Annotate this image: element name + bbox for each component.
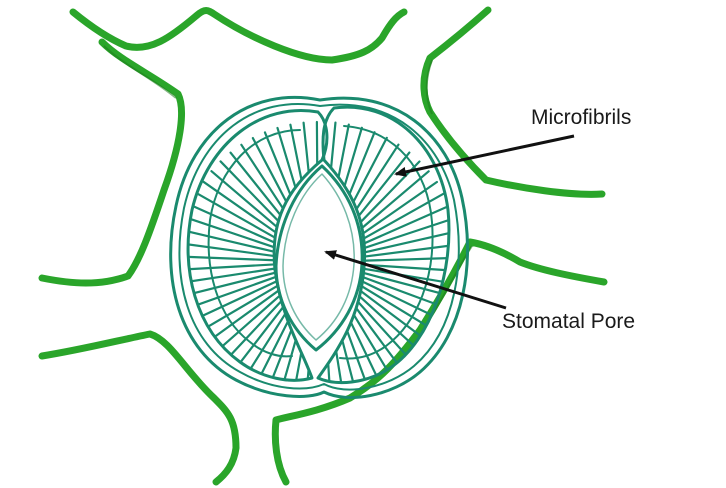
microfibril-line <box>350 293 417 367</box>
guard-cells <box>169 95 470 399</box>
microfibrils-label: Microfibrils <box>531 106 632 129</box>
epidermal-cell-walls <box>38 6 608 486</box>
microfibril-line <box>359 192 446 242</box>
right-guard-cell-lumen <box>339 125 434 360</box>
cell-wall-top-right <box>420 6 606 198</box>
stomatal-pore-arrow <box>324 250 507 310</box>
microfibril-line <box>211 289 287 356</box>
microfibril-line <box>188 216 278 250</box>
microfibril-line <box>189 203 279 246</box>
cell-wall-right-lower <box>271 238 608 486</box>
cell-wall-top <box>69 7 408 64</box>
microfibril-line <box>357 180 438 238</box>
microfibril-line <box>188 275 278 310</box>
stomatal-pore <box>274 164 364 352</box>
microfibril-line <box>364 256 449 262</box>
microfibril-line <box>203 286 284 346</box>
microfibril-line <box>354 170 430 235</box>
microfibril-line <box>363 229 449 254</box>
right-guard-cell <box>316 105 451 385</box>
stomatal-pore-label: Stomatal Pore <box>502 310 636 333</box>
microfibril-line <box>190 279 280 323</box>
microfibril-line <box>195 191 281 242</box>
microfibril-line <box>188 271 277 298</box>
microfibril-line <box>221 292 289 366</box>
microfibril-line <box>219 160 289 232</box>
microfibril-line <box>188 242 276 258</box>
microfibril-line <box>202 180 284 238</box>
outer-boundary <box>169 95 470 399</box>
microfibril-line <box>364 243 449 258</box>
microfibril-line <box>231 295 293 374</box>
microfibril-line <box>361 204 449 246</box>
microfibril-line <box>251 136 299 225</box>
microfibril-line <box>318 304 322 383</box>
microfibril-line <box>188 255 276 262</box>
microfibril-line <box>210 170 286 235</box>
microfibrils-arrow <box>394 134 575 177</box>
microfibril-line <box>196 283 282 335</box>
left-guard-cell <box>186 109 329 382</box>
microfibril-line <box>351 160 421 232</box>
cell-wall-left-lower <box>38 330 240 486</box>
cell-wall-left <box>38 38 186 287</box>
microfibril-line <box>188 263 276 271</box>
microfibril-line <box>188 267 276 285</box>
microfibril-line <box>362 216 449 250</box>
microfibril-line <box>343 298 396 383</box>
microfibril-line <box>188 228 277 254</box>
stomatal-pore-inner <box>282 173 355 341</box>
microfibril-line <box>348 151 411 229</box>
outer-boundary-inner <box>178 103 460 391</box>
microfibril-line <box>347 296 407 376</box>
